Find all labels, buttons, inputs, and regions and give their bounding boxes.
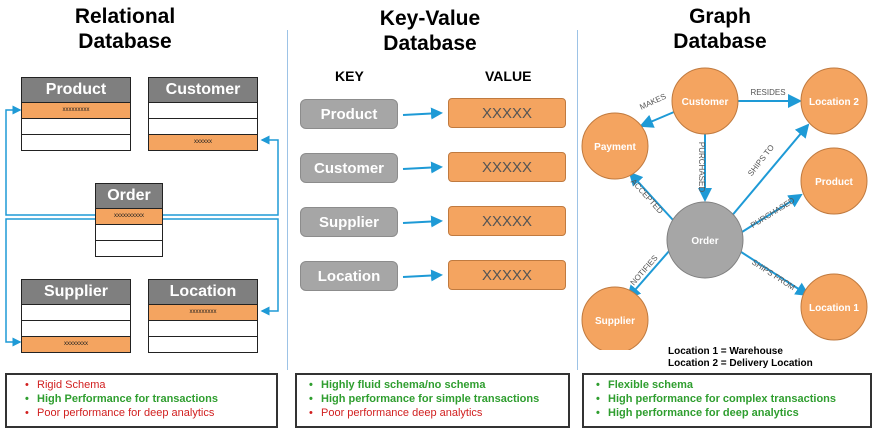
table-row: xxxxxx bbox=[149, 134, 257, 150]
relational-title: Relational Database bbox=[74, 5, 176, 53]
table-order-header: Order bbox=[96, 184, 162, 208]
edge-accepted bbox=[628, 171, 674, 221]
kv-value-location: XXXXX bbox=[448, 260, 566, 290]
node-location-1 bbox=[800, 273, 868, 341]
graph-title: Graph Database bbox=[673, 5, 767, 53]
kv-value-product: XXXXX bbox=[448, 98, 566, 128]
node-supplier bbox=[581, 286, 649, 350]
edge-label-purchased-2: PURCHASED bbox=[749, 196, 797, 230]
summary-item: High Performance for transactions bbox=[25, 392, 276, 406]
kv-key-supplier: Supplier bbox=[300, 207, 398, 237]
keyvalue-title: Key-Value Database bbox=[379, 7, 481, 55]
kv-key-location: Location bbox=[300, 261, 398, 291]
keyvalue-arrows bbox=[402, 107, 443, 282]
table-row: xxxxxxxxx bbox=[149, 304, 257, 320]
edge-makes bbox=[639, 111, 675, 128]
edge-label-purchased-1: PURCHASED bbox=[697, 142, 706, 192]
edge-label-resides: RESIDES bbox=[750, 88, 785, 97]
node-supplier-label: Supplier bbox=[595, 316, 635, 327]
node-location-2-label: Location 2 bbox=[809, 97, 859, 108]
table-row bbox=[149, 102, 257, 118]
kv-key-customer: Customer bbox=[300, 153, 398, 183]
table-location-header: Location bbox=[149, 280, 257, 304]
table-row bbox=[22, 304, 130, 320]
node-payment bbox=[581, 112, 649, 180]
table-location: Location xxxxxxxxx bbox=[148, 279, 258, 353]
kv-value-customer: XXXXX bbox=[448, 152, 566, 182]
node-payment-label: Payment bbox=[594, 142, 636, 153]
node-product bbox=[800, 147, 868, 215]
edge-label-ships-from: SHIPS FROM bbox=[750, 258, 797, 293]
summary-item: Highly fluid schema/no schema bbox=[309, 378, 568, 392]
edge-label-makes: MAKES bbox=[638, 92, 667, 112]
edge-label-accepted: ACCEPTED bbox=[629, 177, 665, 216]
value-header: VALUE bbox=[485, 68, 532, 84]
kv-key-product: Product bbox=[300, 99, 398, 129]
summary-item: High performance for deep analytics bbox=[596, 406, 870, 420]
edge-label-notifies: NOTIFIES bbox=[629, 253, 660, 287]
node-order-label: Order bbox=[691, 236, 718, 247]
table-row bbox=[149, 118, 257, 134]
divider-left bbox=[287, 30, 288, 370]
table-row bbox=[22, 320, 130, 336]
table-supplier: Supplier xxxxxxxx bbox=[21, 279, 131, 353]
relational-summary: Rigid Schema High Performance for transa… bbox=[5, 373, 278, 428]
table-row bbox=[149, 336, 257, 352]
relational-connectors bbox=[5, 105, 279, 347]
key-header: KEY bbox=[335, 68, 364, 84]
graph-summary: Flexible schema High performance for com… bbox=[582, 373, 872, 428]
table-row bbox=[22, 134, 130, 150]
table-row: xxxxxxxxxx bbox=[96, 208, 162, 224]
table-row bbox=[149, 320, 257, 336]
table-supplier-header: Supplier bbox=[22, 280, 130, 304]
graph-legend: Location 1 = Warehouse Location 2 = Deli… bbox=[668, 346, 813, 370]
summary-item: Flexible schema bbox=[596, 378, 870, 392]
table-row: xxxxxxxxx bbox=[22, 102, 130, 118]
node-location-2 bbox=[800, 67, 868, 135]
legend-line-1: Location 1 = Warehouse bbox=[668, 346, 783, 357]
divider-right bbox=[577, 30, 578, 370]
node-location-1-label: Location 1 bbox=[809, 303, 859, 314]
node-customer-label: Customer bbox=[682, 97, 729, 108]
table-row bbox=[22, 118, 130, 134]
edge-ships-to bbox=[729, 123, 810, 219]
kv-value-supplier: XXXXX bbox=[448, 206, 566, 236]
table-order: Order xxxxxxxxxx bbox=[95, 183, 163, 257]
table-product-header: Product bbox=[22, 78, 130, 102]
node-order bbox=[666, 201, 744, 279]
table-product: Product xxxxxxxxx bbox=[21, 77, 131, 151]
summary-item: Poor performance deep analytics bbox=[309, 406, 568, 420]
node-customer bbox=[671, 67, 739, 135]
keyvalue-summary: Highly fluid schema/no schema High perfo… bbox=[295, 373, 570, 428]
node-product-label: Product bbox=[815, 177, 853, 188]
table-customer-header: Customer bbox=[149, 78, 257, 102]
summary-item: High performance for complex transaction… bbox=[596, 392, 870, 406]
table-customer: Customer xxxxxx bbox=[148, 77, 258, 151]
summary-item: Rigid Schema bbox=[25, 378, 276, 392]
table-row bbox=[96, 240, 162, 256]
graph-diagram: Customer Location 2 Payment Product Orde… bbox=[581, 67, 868, 350]
summary-item: Poor performance for deep analytics bbox=[25, 406, 276, 420]
summary-item: High performance for simple transactions bbox=[309, 392, 568, 406]
legend-line-2: Location 2 = Delivery Location bbox=[668, 358, 813, 369]
edge-ships-from bbox=[737, 249, 810, 297]
table-row bbox=[96, 224, 162, 240]
table-row: xxxxxxxx bbox=[22, 336, 130, 352]
edge-label-ships-to: SHIPS TO bbox=[746, 143, 776, 178]
edge-purchased-2 bbox=[741, 193, 803, 233]
edge-notifies bbox=[626, 249, 671, 300]
